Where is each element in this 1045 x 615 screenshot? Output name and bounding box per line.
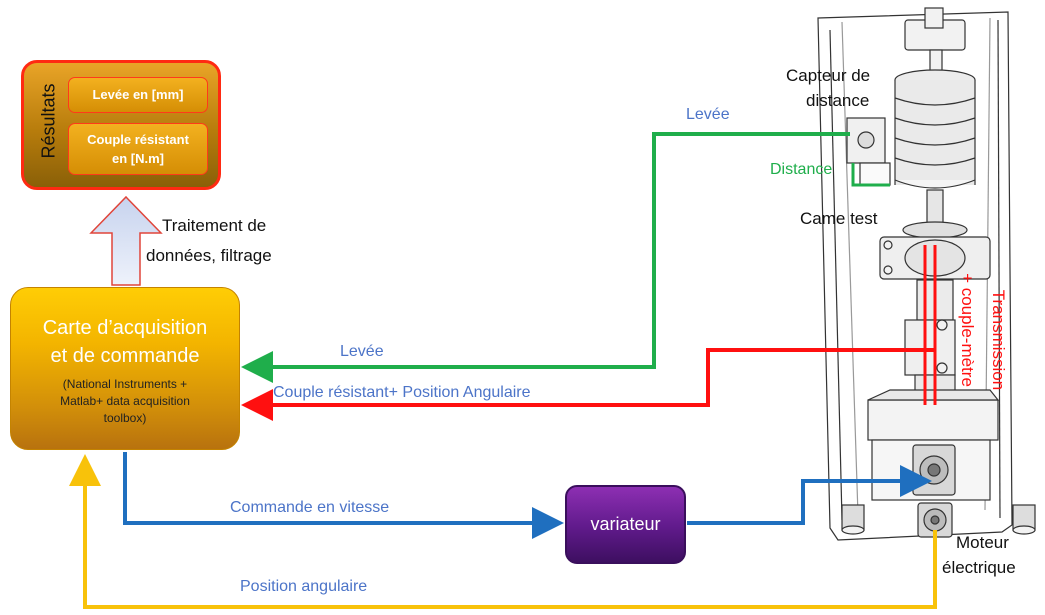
acquisition-sub-line2: Matlab+ data acquisition [60, 394, 190, 408]
couplemetre-label: + couple-mètre [957, 273, 977, 387]
acquisition-subtitle: (National Instruments + Matlab+ data acq… [11, 376, 239, 427]
levee-top-label: Levée [686, 106, 730, 123]
distance-bracket [851, 163, 890, 187]
acquisition-sub-line3: toolbox) [103, 411, 147, 425]
couple-signal-line [241, 348, 935, 421]
acquisition-sub-line1: (National Instruments + [62, 377, 188, 391]
capteur-label-line2: distance [806, 91, 870, 110]
results-panel: Résultats Levée en [mm] Couple résistant… [21, 60, 221, 190]
couple-label: Couple résistant+ Position Angulaire [273, 384, 531, 401]
result-couple-line2: en [N.m] [112, 151, 164, 166]
position-signal-line [69, 454, 937, 609]
result-levee: Levée en [mm] [68, 77, 208, 113]
came-label: Came test [800, 209, 878, 228]
moteur-label-line1: Moteur [956, 533, 1009, 552]
acquisition-title-line1: Carte d’acquisition [42, 317, 208, 339]
moteur-label-line2: électrique [942, 558, 1016, 577]
variator-box: variateur [565, 485, 686, 564]
acquisition-card: Carte d’acquisition et de commande (Nati… [10, 287, 240, 450]
transmission-label: Transmission [989, 289, 1009, 391]
commande-signal-line [123, 452, 564, 539]
acquisition-title: Carte d’acquisition et de commande [11, 314, 239, 370]
result-couple-line1: Couple résistant [87, 132, 189, 147]
levee-signal-line [241, 132, 850, 383]
capteur-label-line1: Capteur de [786, 66, 871, 85]
position-label: Position angulaire [240, 578, 368, 595]
acquisition-title-line2: et de commande [50, 345, 200, 367]
distance-label: Distance [770, 161, 833, 178]
commande-label: Commande en vitesse [230, 499, 390, 516]
processing-up-arrow [89, 195, 163, 286]
processing-label-line1: Traitement de [162, 216, 267, 235]
levee-bottom-label: Levée [340, 343, 384, 360]
result-couple: Couple résistant en [N.m] [68, 123, 208, 175]
processing-label-line2: données, filtrage [146, 246, 272, 265]
variator-motor-line [687, 465, 932, 525]
results-title: Résultats [38, 83, 59, 159]
